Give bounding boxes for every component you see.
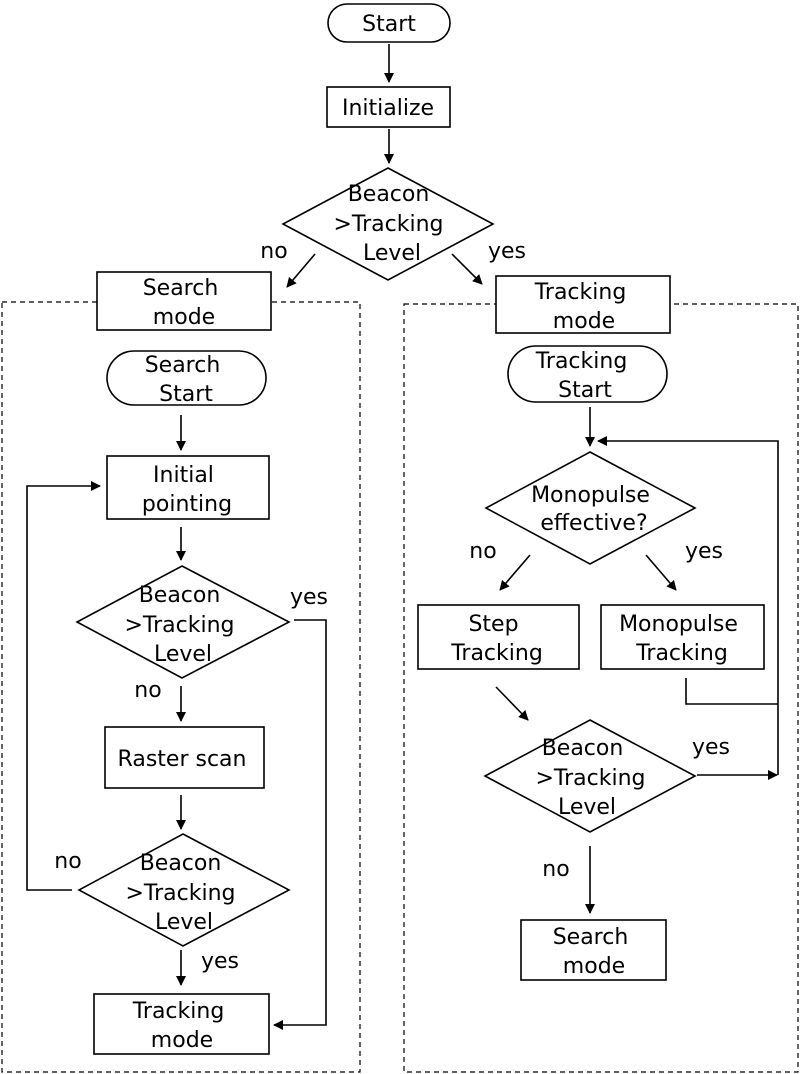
label-search-d2-yes: yes xyxy=(201,949,239,974)
search-mode-header-label: Search mode xyxy=(143,276,226,330)
step-tracking-label: Step Tracking xyxy=(450,612,543,666)
search-beacon-decision-1-label: Beacon >Tracking Level xyxy=(124,583,241,667)
search-start-terminal xyxy=(106,350,267,406)
tracking-beacon-decision-label: Beacon >Tracking Level xyxy=(535,736,652,820)
label-mono-no: no xyxy=(469,539,496,564)
tracking-mode-header-label: Tracking mode xyxy=(534,280,634,334)
search-beacon-decision-2 xyxy=(77,833,291,947)
initialize-box xyxy=(326,86,451,128)
arrow-mono-yes-to-monopulse xyxy=(645,554,677,591)
initial-pointing-box xyxy=(106,455,270,520)
monopulse-tracking-box xyxy=(600,604,765,670)
arrow-monopulse-feedback xyxy=(685,678,778,705)
tracking-beacon-decision xyxy=(483,719,697,833)
search-mode-region xyxy=(1,301,361,1073)
initialize-label: Initialize xyxy=(342,96,434,121)
raster-scan-label: Raster scan xyxy=(118,747,247,772)
start-label: Start xyxy=(362,12,416,37)
arrow-decision-yes-to-tracking xyxy=(451,253,483,285)
label-track-no: no xyxy=(542,857,569,882)
tracking-mode-header-box xyxy=(495,275,671,334)
search-beacon-decision-1 xyxy=(75,565,291,679)
arrow-step-to-decision xyxy=(495,686,529,721)
beacon-level-decision-label: Beacon >Tracking Level xyxy=(333,182,450,266)
tracking-start-label: Tracking Start xyxy=(535,349,635,403)
tracking-to-search-mode-label: Search mode xyxy=(553,925,636,979)
label-main-yes: yes xyxy=(488,239,526,264)
arrow-loop-back-to-monopulse xyxy=(597,436,779,775)
arrow-decision-1-yes-to-tracking xyxy=(273,619,327,1030)
search-mode-header-box xyxy=(96,271,272,331)
step-tracking-box xyxy=(417,604,580,670)
label-search-d1-no: no xyxy=(134,678,161,703)
arrow-decision-2-no-loop-back xyxy=(26,481,101,891)
label-track-yes: yes xyxy=(692,735,730,760)
monopulse-effective-decision-label: Monopulse effective? xyxy=(531,483,657,536)
search-start-label: Search Start xyxy=(145,353,228,407)
tracking-to-search-mode-box xyxy=(520,919,667,981)
arrow-mono-no-to-step xyxy=(499,554,531,591)
label-search-d1-yes: yes xyxy=(290,585,328,610)
raster-scan-box xyxy=(104,726,265,789)
beacon-level-decision xyxy=(281,167,495,281)
start-terminal xyxy=(327,3,451,43)
tracking-mode-region xyxy=(403,303,799,1073)
initial-pointing-label: Initial pointing xyxy=(142,463,232,517)
search-to-tracking-mode-label: Tracking mode xyxy=(132,999,232,1053)
search-to-tracking-mode-box xyxy=(93,993,270,1055)
search-beacon-decision-2-label: Beacon >Tracking Level xyxy=(125,851,242,935)
label-main-no: no xyxy=(260,239,287,264)
monopulse-effective-decision xyxy=(484,451,697,565)
arrow-decision-no-to-search xyxy=(286,253,316,288)
monopulse-tracking-label: Monopulse Tracking xyxy=(619,612,745,666)
label-search-d2-no: no xyxy=(54,849,81,874)
label-mono-yes: yes xyxy=(685,539,723,564)
tracking-start-terminal xyxy=(507,345,668,403)
